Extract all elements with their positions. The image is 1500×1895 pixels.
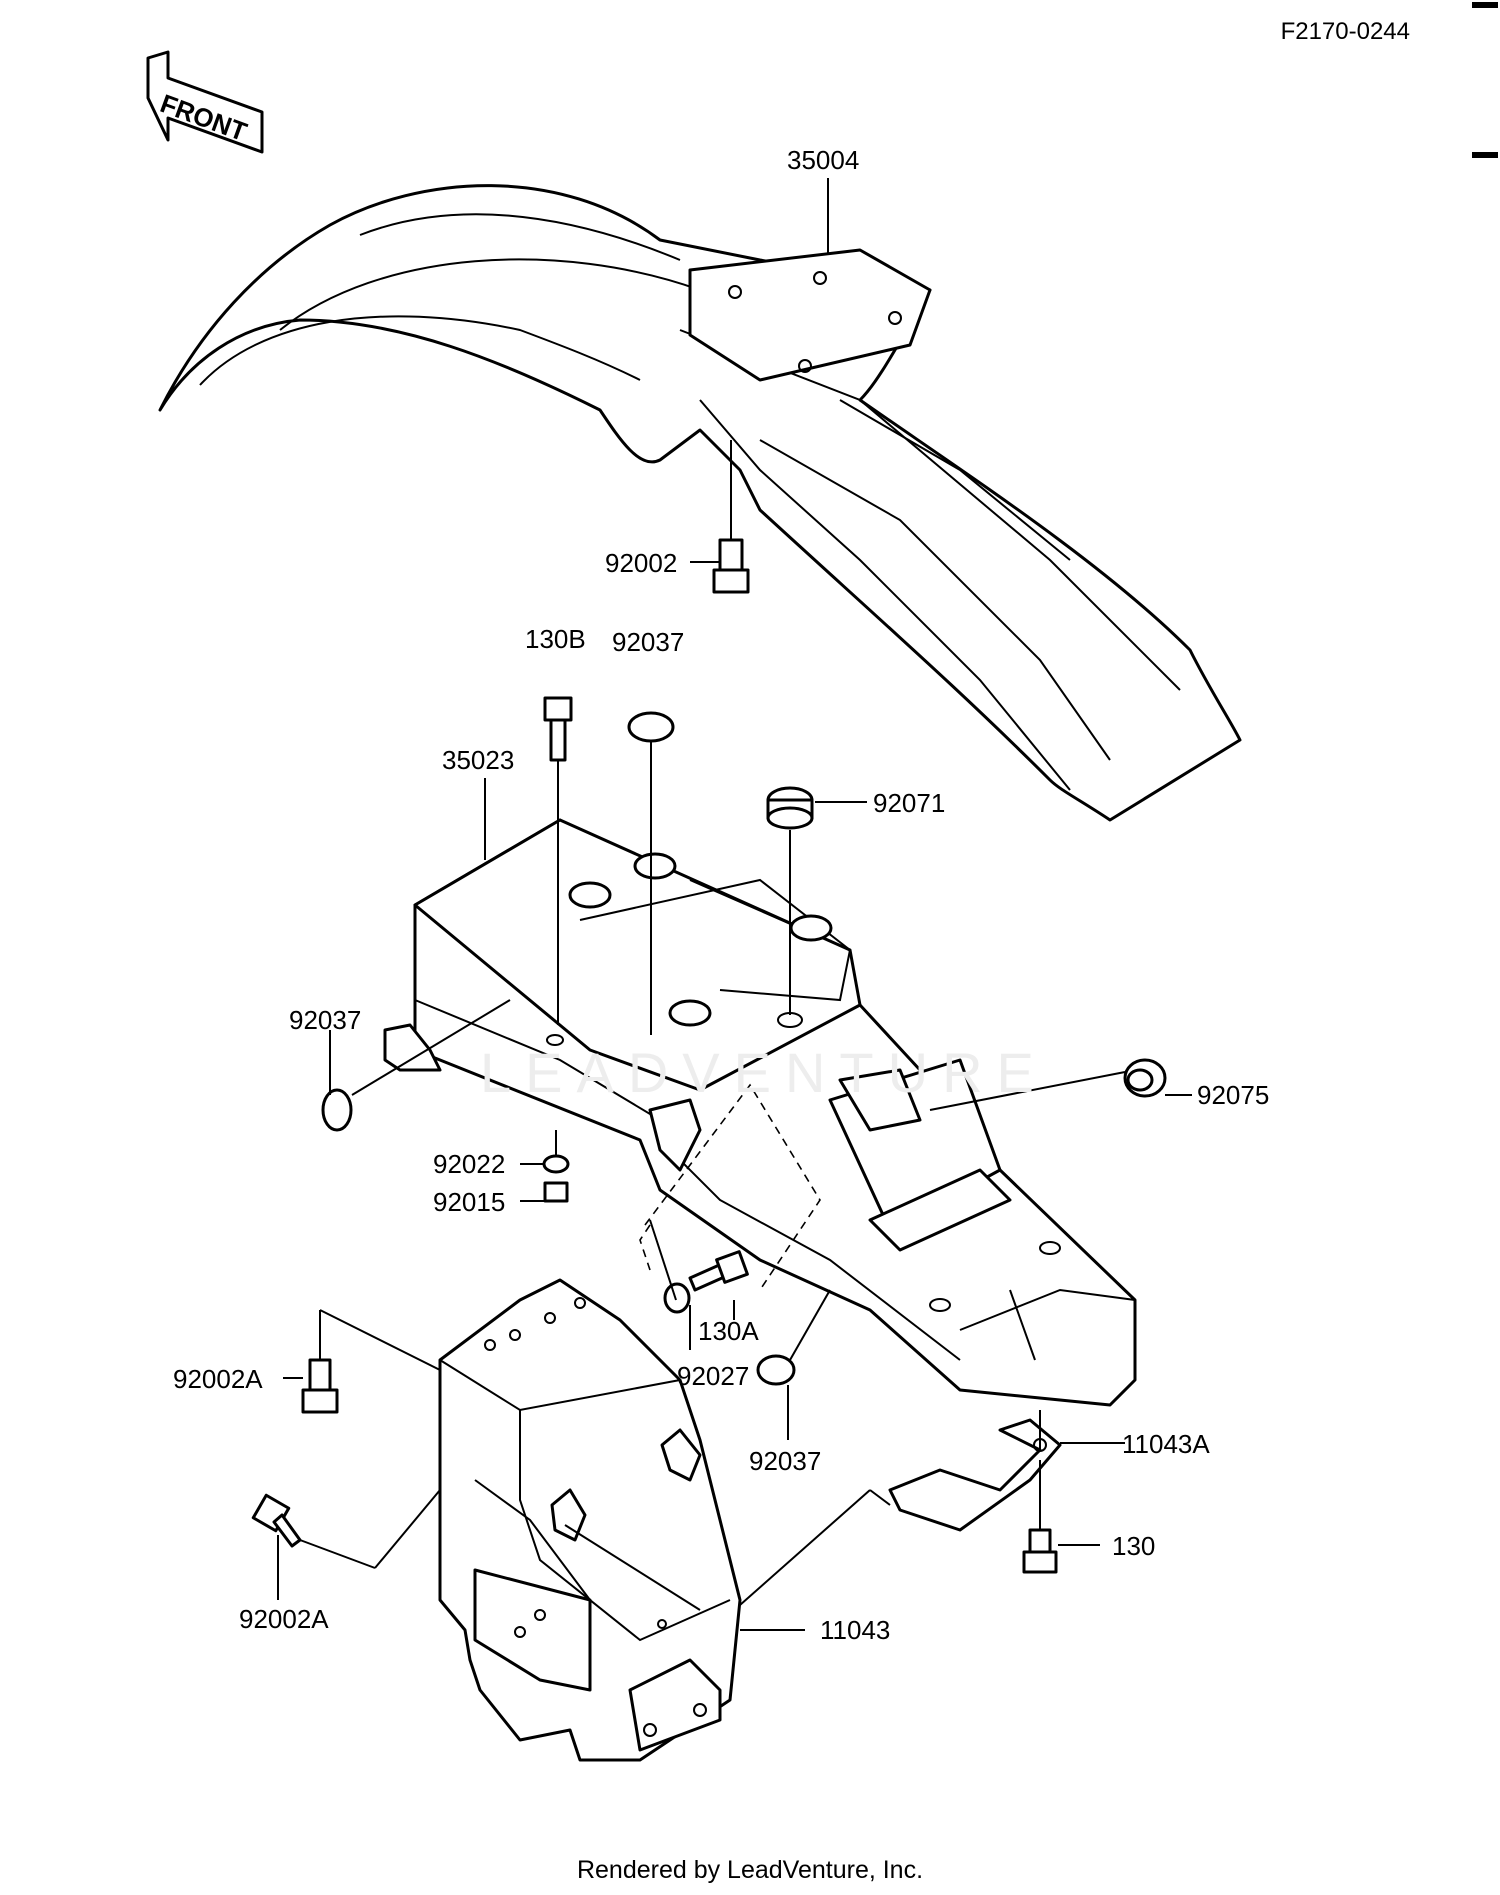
callout-92075: 92075 xyxy=(1197,1080,1270,1110)
callout-130B: 130B xyxy=(525,624,586,654)
bolt-130A xyxy=(688,1250,749,1292)
dashed-leaders xyxy=(639,1083,821,1291)
clip-92037-top xyxy=(627,711,675,1035)
nut-92015 xyxy=(543,1181,569,1203)
callout-11043A: 11043A xyxy=(1122,1429,1210,1459)
bolt-130B xyxy=(543,696,573,1025)
bracket-11043 xyxy=(299,1278,891,1762)
bolt-92002 xyxy=(712,440,750,594)
washer-92022 xyxy=(542,1130,570,1174)
grommet-92075 xyxy=(929,1058,1167,1111)
grommet-92071 xyxy=(766,786,814,1015)
bracket-11043A xyxy=(888,1410,1125,1532)
front-fender-35004 xyxy=(158,184,1242,822)
callout-11043: 11043 xyxy=(820,1615,891,1645)
callout-35004: 35004 xyxy=(787,145,860,175)
callout-92002A-upper: 92002A xyxy=(173,1364,263,1394)
callout-92015: 92015 xyxy=(433,1187,506,1217)
callout-130: 130 xyxy=(1112,1531,1156,1561)
footer-credit: Rendered by LeadVenture, Inc. xyxy=(576,1856,924,1884)
callout-92037-left: 92037 xyxy=(289,1005,362,1035)
bolt-130 xyxy=(1022,1460,1100,1574)
rear-fender-35023 xyxy=(383,818,1137,1407)
callout-35023: 35023 xyxy=(442,745,515,775)
watermark: LEADVENTURE xyxy=(480,1041,1048,1104)
bolt-92002A-upper xyxy=(283,1310,339,1414)
margin-mark-middle xyxy=(1472,152,1498,158)
callout-92002A-lower: 92002A xyxy=(239,1604,329,1634)
clip-92037-bottom xyxy=(756,1289,831,1440)
callout-92037-bottom: 92037 xyxy=(749,1446,822,1476)
margin-mark-top xyxy=(1472,2,1498,8)
callout-92037-top: 92037 xyxy=(612,627,685,657)
callout-92027: 92027 xyxy=(677,1361,750,1391)
bolt-92002A-lower xyxy=(251,1493,302,1600)
callout-92071: 92071 xyxy=(873,788,946,818)
clip-92037-left xyxy=(321,999,511,1132)
front-arrow-icon xyxy=(146,50,264,154)
diagram-id: F2170-0244 xyxy=(1280,18,1410,45)
callout-130A: 130A xyxy=(698,1316,759,1346)
callout-92002: 92002 xyxy=(605,548,678,578)
washer-92027 xyxy=(649,1219,691,1350)
callout-92022: 92022 xyxy=(433,1149,506,1179)
